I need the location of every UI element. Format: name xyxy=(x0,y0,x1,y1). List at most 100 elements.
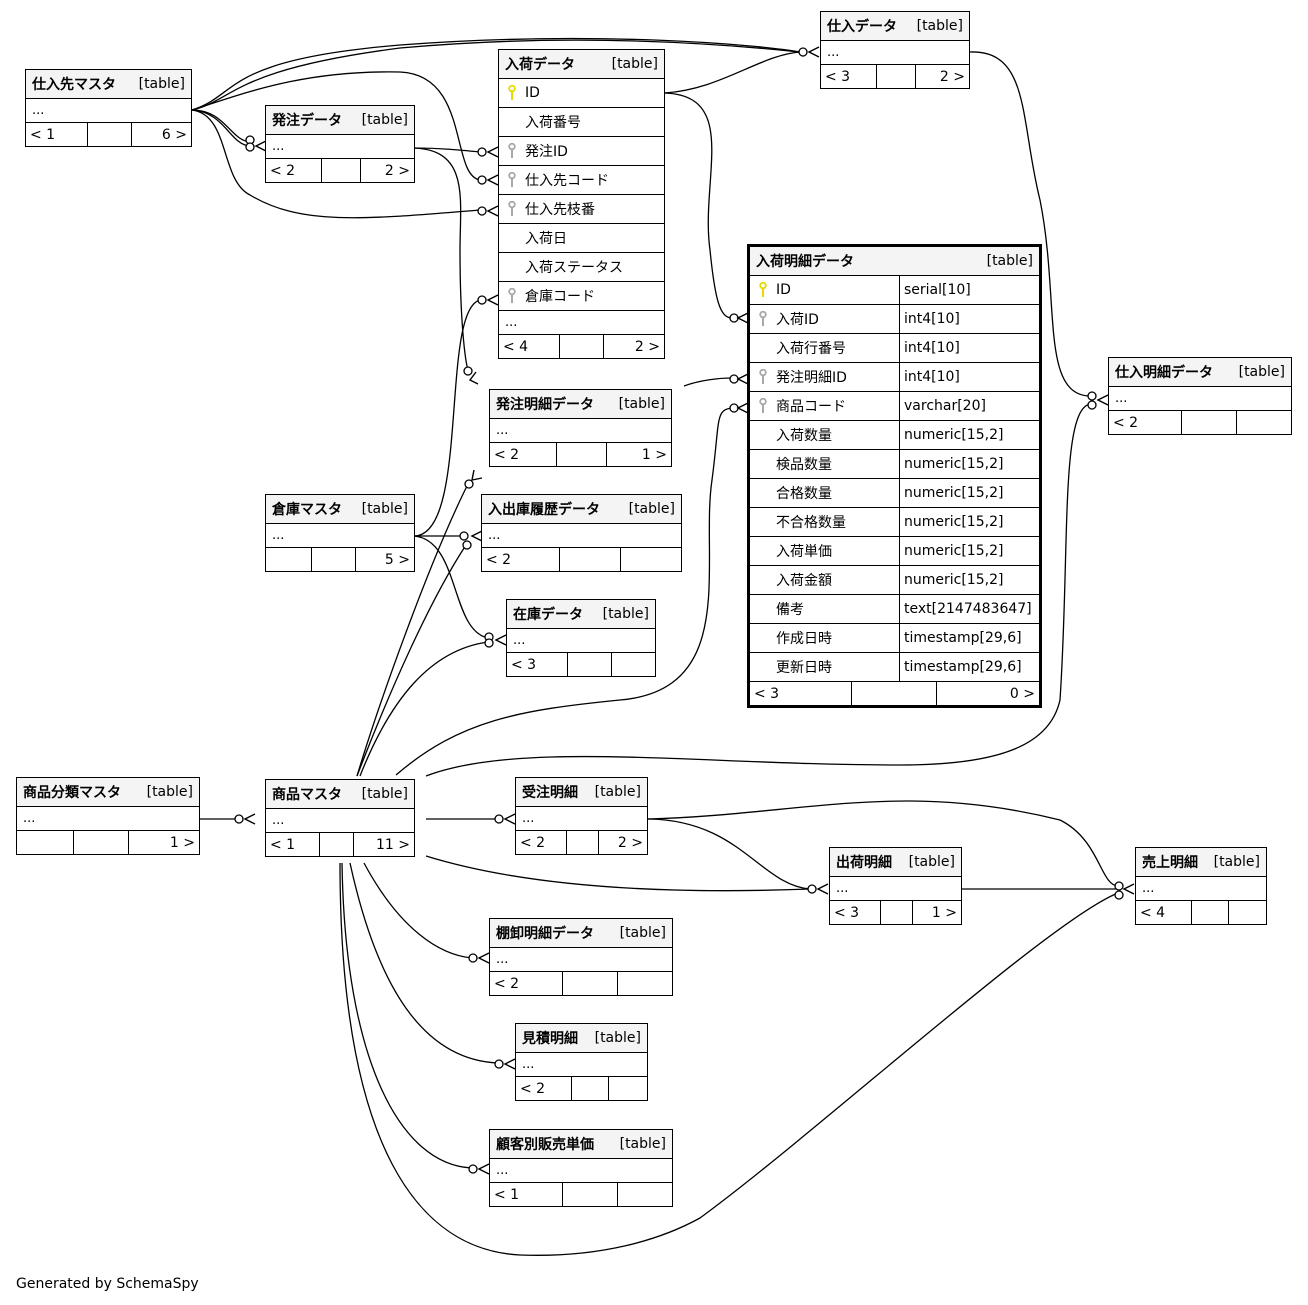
columns-ellipsis: ... xyxy=(836,881,849,896)
children-count[interactable]: 2 > xyxy=(617,834,643,851)
table-type: [table] xyxy=(361,501,408,517)
table-name: 入出庫履歴データ xyxy=(488,502,600,518)
column-type: numeric[15,2] xyxy=(899,508,1039,536)
column-row[interactable]: ID xyxy=(499,79,664,108)
children-count[interactable] xyxy=(612,653,655,676)
parents-count[interactable]: < 2 xyxy=(490,972,563,995)
children-count[interactable]: 11 > xyxy=(376,836,410,853)
parents-count[interactable]: < 3 xyxy=(750,682,852,705)
table-soko-master[interactable]: 倉庫マスタ[table] ... 5 > xyxy=(265,494,415,572)
column-name-cell: 入荷金額 xyxy=(750,566,899,594)
relationship-edge xyxy=(363,862,473,959)
column-name-cell: ID xyxy=(750,276,899,304)
parents-count[interactable]: < 1 xyxy=(26,123,88,146)
column-row[interactable]: 入荷ステータス xyxy=(499,253,664,282)
parents-count[interactable]: < 3 xyxy=(821,65,877,88)
zero-marker xyxy=(798,47,808,57)
crowfoot-marker xyxy=(503,1058,516,1070)
table-kokyaku-betsu-hanbai-tanka[interactable]: 顧客別販売単価[table] ... < 1 xyxy=(489,1129,673,1207)
crowfoot-marker xyxy=(470,530,483,542)
parents-count[interactable]: < 2 xyxy=(516,831,567,854)
children-count[interactable]: 1 > xyxy=(641,446,667,463)
table-zaiko-data[interactable]: 在庫データ[table] ... < 3 xyxy=(506,599,656,677)
children-count[interactable] xyxy=(609,1077,647,1100)
children-count[interactable] xyxy=(621,548,681,571)
parents-count[interactable]: < 4 xyxy=(499,335,560,358)
zero-marker xyxy=(464,479,474,489)
column-row[interactable]: 発注ID xyxy=(499,137,664,166)
parents-count[interactable]: < 2 xyxy=(516,1077,572,1100)
parents-count[interactable]: < 2 xyxy=(266,159,322,182)
children-count[interactable]: 1 > xyxy=(931,904,957,921)
parents-count[interactable]: < 2 xyxy=(1109,411,1182,434)
column-row[interactable]: 倉庫コード xyxy=(499,282,664,311)
children-count[interactable]: 5 > xyxy=(384,551,410,568)
table-mitsumori-meisai[interactable]: 見積明細[table] ... < 2 xyxy=(515,1023,648,1101)
children-count[interactable]: 2 > xyxy=(384,162,410,179)
column-name: 合格数量 xyxy=(776,486,832,502)
parents-count[interactable]: < 1 xyxy=(490,1183,563,1206)
column-row[interactable]: 仕入先コード xyxy=(499,166,664,195)
table-type: [table] xyxy=(138,76,185,92)
parents-count[interactable]: < 2 xyxy=(490,443,557,466)
columns-ellipsis: ... xyxy=(272,528,285,543)
parents-count[interactable]: < 2 xyxy=(482,548,560,571)
table-nyushukko-rireki-data[interactable]: 入出庫履歴データ[table] ... < 2 xyxy=(481,494,682,572)
column-row[interactable]: 入荷番号 xyxy=(499,108,664,137)
columns-ellipsis: ... xyxy=(496,423,509,438)
table-shiire-meisai-data[interactable]: 仕入明細データ[table] ... < 2 xyxy=(1108,357,1292,435)
parents-count[interactable] xyxy=(266,548,312,571)
column-row[interactable]: 仕入先枝番 xyxy=(499,195,664,224)
children-count[interactable]: 2 > xyxy=(939,68,965,85)
table-shohin-bunrui-master[interactable]: 商品分類マスタ[table] ... 1 > xyxy=(16,777,200,855)
children-count[interactable] xyxy=(618,1183,672,1206)
relationship-edge xyxy=(356,544,467,777)
parents-count[interactable]: < 3 xyxy=(830,901,881,924)
children-count[interactable] xyxy=(618,972,672,995)
children-count[interactable]: 1 > xyxy=(169,834,195,851)
column-type: timestamp[29,6] xyxy=(899,653,1039,681)
column-name-cell: 更新日時 xyxy=(750,653,899,681)
parents-count[interactable] xyxy=(17,831,74,854)
children-count[interactable]: 0 > xyxy=(1009,685,1035,702)
children-count[interactable]: 2 > xyxy=(634,338,660,355)
parents-count[interactable]: < 1 xyxy=(266,833,320,856)
table-tanaoroshi-meisai-data[interactable]: 棚卸明細データ[table] ... < 2 xyxy=(489,918,673,996)
children-count[interactable] xyxy=(1229,901,1266,924)
children-count[interactable]: 6 > xyxy=(161,126,187,143)
children-count[interactable] xyxy=(1237,411,1291,434)
parents-count[interactable]: < 4 xyxy=(1136,901,1192,924)
zero-marker xyxy=(1087,400,1097,410)
table-type: [table] xyxy=(611,56,658,72)
table-uriage-meisai[interactable]: 売上明細[table] ... < 4 xyxy=(1135,847,1267,925)
column-row[interactable]: 入荷日 xyxy=(499,224,664,253)
table-name: 見積明細 xyxy=(522,1031,578,1047)
columns-ellipsis: ... xyxy=(522,811,535,826)
parents-count[interactable]: < 3 xyxy=(507,653,568,676)
columns-ellipsis: ... xyxy=(496,1163,509,1178)
columns-ellipsis: ... xyxy=(522,1057,535,1072)
